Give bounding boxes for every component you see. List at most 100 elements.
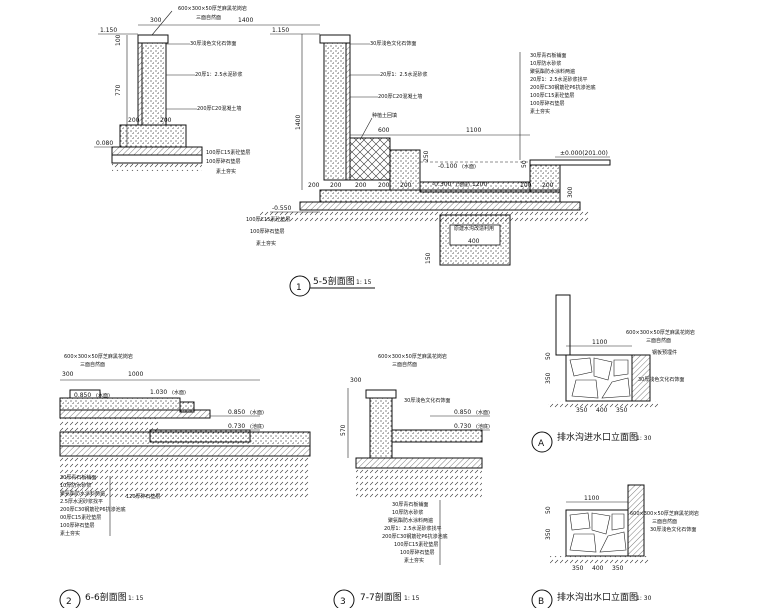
d350a-b: 350 bbox=[572, 565, 584, 572]
l6-7: 100厚C15素砼垫层 bbox=[394, 541, 438, 548]
lvl-1030: 1.030 bbox=[150, 389, 167, 396]
lvl-m100: -0.100 bbox=[438, 163, 458, 170]
l1-7: 30厚青石板铺面 bbox=[392, 501, 428, 508]
stones-b bbox=[569, 512, 627, 553]
dim-50-b: 50 bbox=[545, 506, 552, 514]
section-5-5: 300 1400 600×300×50厚芝麻黑花岗岩 三面自然面 1.150 1… bbox=[94, 5, 611, 297]
title-bubble-a bbox=[531, 431, 553, 453]
finish-a: 30厚浅色文化石饰面 bbox=[638, 376, 684, 383]
title-a: 排水沟进水口立面图 bbox=[557, 431, 638, 443]
base-gravel: 100厚碎石垫层 bbox=[206, 158, 241, 165]
dim-50-a: 50 bbox=[545, 352, 552, 360]
lvl-0850bt: (水面) bbox=[250, 409, 264, 416]
wall-left bbox=[141, 42, 167, 126]
coping-6: 600×300×50厚芝麻黑花岗岩 bbox=[64, 353, 133, 360]
stone-panel-a bbox=[565, 354, 633, 402]
lvl-m100t: (水面) bbox=[462, 163, 476, 170]
soil-lower bbox=[60, 456, 310, 500]
cap-a: 三面自然面 bbox=[646, 337, 671, 344]
lvl-0730: 0.730 bbox=[228, 423, 245, 430]
coping-right bbox=[319, 34, 351, 44]
wall2-label: 200厚C20混凝土墙 bbox=[378, 93, 422, 100]
scale-6-6: 1: 15 bbox=[128, 595, 144, 602]
title-bubble-2 bbox=[59, 589, 81, 608]
dim-350v-b: 350 bbox=[545, 528, 552, 540]
title-6-6: 6-6剖面图 bbox=[85, 591, 127, 603]
lvl-0730t-7: (池底) bbox=[476, 423, 490, 430]
lvl-m300: -0.300 bbox=[432, 181, 452, 188]
pave-label: 种植土回填 bbox=[372, 112, 397, 119]
paving-right bbox=[529, 159, 611, 166]
dim-250: 250 bbox=[423, 150, 430, 162]
dim-50: 50 bbox=[521, 160, 528, 168]
d200-2: 200 bbox=[355, 182, 367, 189]
dim-300v: 300 bbox=[567, 186, 574, 198]
wall-7 bbox=[369, 397, 393, 459]
d200-0: 200 bbox=[308, 182, 320, 189]
planting-fill bbox=[349, 137, 391, 181]
slab-7 bbox=[391, 429, 483, 443]
l2-7: 10厚防水砂浆 bbox=[392, 509, 423, 516]
lvl-1150b: 1.150 bbox=[272, 27, 289, 34]
lvl-0850a: 0.850 bbox=[74, 392, 91, 399]
wall-left-finish bbox=[137, 42, 143, 126]
title-no-b: B bbox=[538, 597, 544, 607]
ground-a bbox=[548, 401, 658, 409]
section-7-7: 600×300×50厚芝麻黑花岗岩 三面自然面 300 570 30厚浅色文化石… bbox=[333, 353, 490, 608]
title-5-5: 5-5剖面图 bbox=[313, 275, 355, 287]
mortar2-label: 20厚1：2.5水泥砂浆 bbox=[380, 71, 428, 78]
l8-6: 素土夯实 bbox=[60, 530, 80, 537]
title-bubble-1 bbox=[289, 275, 311, 297]
cap-b: 三面自然面 bbox=[652, 518, 677, 525]
elevation-b: 1100 600×300×50厚芝麻黑花岗岩 三面自然面 30厚浅色文化石饰面 … bbox=[531, 484, 699, 608]
finish-b: 30厚浅色文化石饰面 bbox=[650, 526, 696, 533]
title-bubble-3 bbox=[333, 589, 355, 608]
dim-600: 600 bbox=[378, 127, 390, 134]
finish-7: 30厚浅色文化石饰面 bbox=[404, 397, 450, 404]
l7-6: 100厚碎石垫层 bbox=[60, 522, 95, 529]
r8: 素土夯实 bbox=[530, 108, 550, 115]
mortar-label: 20厚1：2.5水泥砂浆 bbox=[195, 71, 243, 78]
wall-right bbox=[323, 42, 347, 181]
left-base2: 100厚碎石垫层 bbox=[250, 228, 285, 235]
l6-6: 00厚C15素砼垫层 bbox=[60, 514, 101, 521]
scale-b: 1: 30 bbox=[636, 595, 652, 602]
leader bbox=[151, 10, 173, 36]
lvl-1150a: 1.150 bbox=[100, 27, 117, 34]
elevation-a: 600×300×50厚芝麻黑花岗岩 三面自然面 1100 钢板预埋件 30厚浅色… bbox=[531, 294, 695, 453]
scale-5-5: 1: 15 bbox=[356, 279, 372, 286]
left-base3: 素土夯实 bbox=[256, 240, 276, 247]
d350b-a: 350 bbox=[616, 407, 628, 414]
drain-opening bbox=[449, 224, 501, 246]
l2-6: 10厚防水砂浆 bbox=[60, 482, 91, 489]
lvl-0080: 0.080 bbox=[96, 140, 113, 147]
r6: 100厚C15素砼垫层 bbox=[530, 92, 574, 99]
soil-7 bbox=[356, 468, 482, 498]
ground-b bbox=[550, 556, 650, 564]
cap-label: 三面自然面 bbox=[196, 14, 221, 21]
title-no-1: 1 bbox=[296, 283, 302, 293]
base-soil: 素土夯实 bbox=[216, 168, 236, 175]
stones-a bbox=[569, 357, 631, 399]
l5-7: 200厚C30钢筋砼P6抗渗池底 bbox=[382, 533, 448, 540]
dim-200b: 200 bbox=[160, 117, 172, 124]
d350b-b: 350 bbox=[612, 565, 624, 572]
coping-label: 600×300×50厚芝麻黑花岗岩 bbox=[178, 5, 247, 12]
title-no-2: 2 bbox=[66, 597, 72, 607]
title-b: 排水沟出水口立面图 bbox=[557, 591, 638, 603]
soil-upper bbox=[60, 418, 160, 432]
section-6-6: 600×300×50厚芝麻黑花岗岩 三面自然面 300 1000 1.030 (… bbox=[59, 353, 311, 608]
coping-left bbox=[137, 34, 169, 44]
l3-6: 聚氨酯防水涂料两遍 bbox=[60, 490, 105, 497]
l1-6: 30厚青石板铺面 bbox=[60, 474, 96, 481]
dim-1100-a: 1100 bbox=[592, 339, 607, 346]
left-base1: 100厚C15素砼垫层 bbox=[246, 216, 290, 223]
l8-7: 素土夯实 bbox=[404, 557, 424, 564]
d200-4: 200 bbox=[400, 182, 412, 189]
d100: 100 bbox=[520, 182, 532, 189]
c15-upper bbox=[59, 409, 211, 419]
title-7-7: 7-7剖面图 bbox=[360, 591, 402, 603]
scale-a: 1: 30 bbox=[636, 435, 652, 442]
coping-7: 600×300×50厚芝麻黑花岗岩 bbox=[378, 353, 447, 360]
dim-1400: 1400 bbox=[238, 17, 253, 24]
